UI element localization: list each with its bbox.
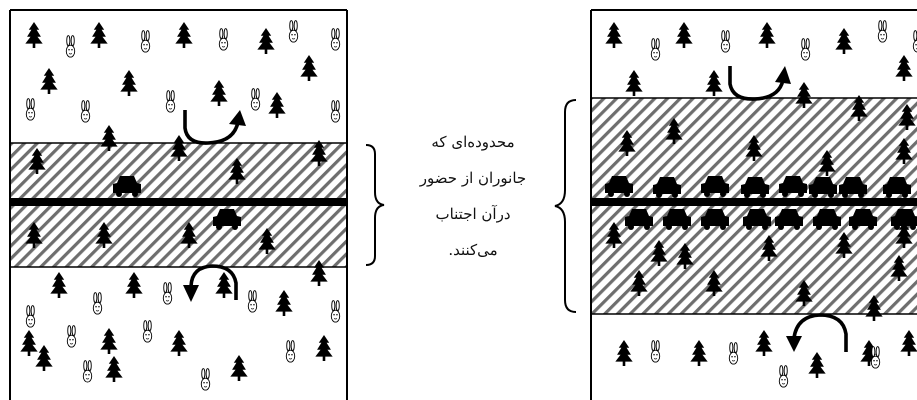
rabbit-icon	[219, 29, 227, 51]
avoidance-zone-caption: محدوده‌ای که جانوران از حضور درآن اجتناب…	[398, 124, 548, 268]
tree-icon	[100, 328, 117, 354]
caption-line: درآن اجتناب	[398, 196, 548, 232]
tree-icon	[50, 272, 67, 298]
rabbit-icon	[871, 347, 879, 369]
tree-icon	[20, 330, 37, 356]
curly-brace-icon	[555, 100, 576, 312]
tree-icon	[690, 340, 707, 366]
rabbit-icon	[779, 366, 787, 388]
rabbit-icon	[201, 369, 209, 391]
tree-icon	[275, 290, 292, 316]
turn-back-arrow-icon	[185, 110, 246, 143]
road	[10, 198, 347, 206]
high-traffic-panel	[591, 10, 917, 400]
rabbit-icon	[26, 99, 34, 121]
tree-icon	[90, 22, 107, 48]
tree-icon	[215, 272, 232, 298]
rabbit-icon	[331, 101, 339, 123]
tree-icon	[615, 340, 632, 366]
tree-icon	[40, 68, 57, 94]
caption-line: جانوران از حضور	[398, 160, 548, 196]
tree-icon	[315, 335, 332, 361]
tree-icon	[605, 22, 622, 48]
rabbit-icon	[651, 39, 659, 61]
rabbit-icon	[331, 29, 339, 51]
tree-icon	[210, 80, 227, 106]
rabbit-icon	[83, 361, 91, 383]
rabbit-icon	[67, 326, 75, 348]
tree-icon	[625, 70, 642, 96]
rabbit-icon	[163, 283, 171, 305]
rabbit-icon	[166, 91, 174, 113]
curly-brace-icon	[366, 145, 384, 265]
tree-icon	[705, 70, 722, 96]
rabbit-icon	[721, 31, 729, 53]
tree-icon	[257, 28, 274, 54]
road	[591, 198, 917, 206]
tree-icon	[808, 352, 825, 378]
turn-back-arrow-icon	[730, 66, 791, 99]
tree-icon	[758, 22, 775, 48]
tree-icon	[25, 22, 42, 48]
rabbit-icon	[729, 343, 737, 365]
rabbit-icon	[251, 89, 259, 111]
rabbit-icon	[651, 341, 659, 363]
rabbit-icon	[81, 101, 89, 123]
rabbit-icon	[143, 321, 151, 343]
turn-back-arrow-icon	[786, 315, 846, 352]
rabbit-icon	[286, 341, 294, 363]
tree-icon	[170, 330, 187, 356]
rabbit-icon	[289, 21, 297, 43]
rabbit-icon	[26, 306, 34, 328]
tree-icon	[230, 355, 247, 381]
tree-icon	[35, 345, 52, 371]
caption-line: محدوده‌ای که	[398, 124, 548, 160]
rabbit-icon	[93, 293, 101, 315]
tree-icon	[300, 55, 317, 81]
tree-icon	[120, 70, 137, 96]
caption-line: می‌کنند.	[398, 232, 548, 268]
tree-icon	[900, 330, 917, 356]
tree-icon	[175, 22, 192, 48]
tree-icon	[755, 330, 772, 356]
tree-icon	[895, 55, 912, 81]
rabbit-icon	[801, 39, 809, 61]
rabbit-icon	[248, 291, 256, 313]
rabbit-icon	[913, 31, 917, 53]
rabbit-icon	[878, 21, 886, 43]
tree-icon	[268, 92, 285, 118]
tree-icon	[835, 28, 852, 54]
rabbit-icon	[331, 301, 339, 323]
tree-icon	[125, 272, 142, 298]
tree-icon	[675, 22, 692, 48]
rabbit-icon	[66, 36, 74, 58]
tree-icon	[105, 356, 122, 382]
low-traffic-panel	[10, 10, 347, 400]
rabbit-icon	[141, 31, 149, 53]
